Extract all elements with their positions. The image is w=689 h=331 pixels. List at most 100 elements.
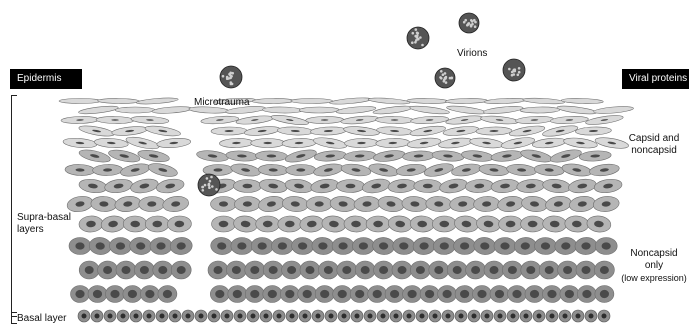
epidermal-cell xyxy=(542,215,567,232)
epidermal-cell xyxy=(150,237,172,254)
basal-cell xyxy=(208,310,220,322)
basal-cell xyxy=(312,310,324,322)
suprabasal-label-line1: Supra-basal xyxy=(17,212,71,224)
epidermal-cell xyxy=(425,196,452,212)
epidermal-cell xyxy=(171,261,191,279)
epidermal-cell xyxy=(330,195,357,212)
basal-cell xyxy=(143,310,155,322)
epidermal-cell xyxy=(593,178,623,195)
epidermal-cell xyxy=(114,195,142,214)
epidermal-cell xyxy=(108,148,141,164)
epidermal-cell xyxy=(258,178,288,195)
epidermal-cell xyxy=(409,124,446,137)
basal-cell xyxy=(429,310,441,322)
epidermal-cell xyxy=(410,115,448,124)
epidermal-cell xyxy=(407,137,442,150)
basal-cell xyxy=(559,310,571,322)
epidermal-cell xyxy=(387,215,413,234)
epidermal-cell xyxy=(376,138,410,148)
basal-cell xyxy=(533,310,545,322)
epidermal-cell xyxy=(228,285,247,302)
epidermal-cell xyxy=(263,261,284,280)
epidermal-cell xyxy=(592,195,619,213)
epidermal-cell xyxy=(210,236,234,255)
basal-cell xyxy=(585,310,597,322)
epidermal-cell xyxy=(109,237,131,255)
epidermal-cell xyxy=(291,98,333,103)
epidermal-cell xyxy=(140,285,159,303)
basal-cell xyxy=(117,310,129,322)
epidermal-cell xyxy=(432,216,456,232)
virion-particle xyxy=(503,59,525,81)
epidermal-cell xyxy=(94,137,129,148)
epidermal-cell xyxy=(465,179,494,194)
epidermal-cell xyxy=(376,116,414,124)
epidermal-cell xyxy=(310,178,340,195)
suprabasal-label-line2: layers xyxy=(17,224,44,236)
basal-cell xyxy=(260,310,272,322)
epidermal-cell xyxy=(208,261,229,280)
epidermal-cell xyxy=(506,163,537,177)
epidermal-cell xyxy=(336,105,376,115)
epidermal-cell xyxy=(567,177,597,194)
epidermal-cell xyxy=(97,260,118,279)
basal-cell xyxy=(78,310,90,322)
epidermal-cell xyxy=(454,237,476,254)
epidermal-cell xyxy=(479,163,510,177)
epidermal-cell xyxy=(92,164,122,176)
virions-label: Virions xyxy=(457,48,487,60)
epidermal-cell xyxy=(469,137,504,150)
virion-particle xyxy=(198,174,220,196)
epidermal-cell xyxy=(438,286,457,303)
epidermal-cell xyxy=(577,285,596,302)
epidermal-cell xyxy=(484,98,526,105)
epidermal-cell xyxy=(329,97,371,106)
basal-cell xyxy=(507,310,519,322)
basal-cell xyxy=(520,310,532,322)
epidermal-cell xyxy=(557,104,597,115)
epidermal-cell xyxy=(423,161,455,179)
basal-cell xyxy=(130,310,142,322)
epidermal-cell xyxy=(314,150,347,163)
epidermal-cell xyxy=(129,237,152,255)
epidermal-cell xyxy=(299,260,320,279)
epidermal-cell xyxy=(428,260,449,279)
epidermal-cell xyxy=(123,216,147,233)
epidermal-cell xyxy=(201,115,239,125)
epidermal-cell xyxy=(373,261,394,280)
virion-particle xyxy=(220,66,242,88)
epidermal-cell xyxy=(372,237,395,256)
epidermal-cell xyxy=(340,162,371,177)
basal-cell xyxy=(377,310,389,322)
epidermal-cell xyxy=(66,194,94,213)
epidermal-cell xyxy=(298,285,317,302)
epidermal-cell xyxy=(447,261,467,279)
epidermal-cell xyxy=(152,106,192,115)
epidermal-cell xyxy=(446,104,486,115)
epidermal-cell xyxy=(270,113,309,126)
basal-cell xyxy=(182,310,194,322)
epidermal-cell xyxy=(498,216,522,233)
epidermal-cell xyxy=(251,138,285,147)
epidermal-cell xyxy=(210,196,236,211)
epidermal-cell xyxy=(453,215,479,234)
basal-cell xyxy=(104,310,116,322)
basal-cell xyxy=(390,310,402,322)
epidermal-cell xyxy=(167,216,192,233)
basal-cell xyxy=(299,310,311,322)
epidermal-cell xyxy=(104,178,134,195)
epidermal-cell xyxy=(299,215,325,233)
epidermal-cell xyxy=(560,285,579,302)
epidermis-header: Epidermis xyxy=(10,69,82,89)
epidermal-cell xyxy=(282,138,316,148)
epidermal-cell xyxy=(115,260,136,279)
epidermal-cell xyxy=(497,195,525,214)
basal-cell xyxy=(416,310,428,322)
epidermal-cell xyxy=(361,177,391,195)
epidermal-cell xyxy=(263,285,283,303)
epidermal-cell xyxy=(219,138,253,148)
epidermal-cell xyxy=(515,116,553,125)
epidermal-cell xyxy=(490,178,519,194)
epidermal-cell xyxy=(156,137,191,149)
basal-cell xyxy=(338,310,350,322)
